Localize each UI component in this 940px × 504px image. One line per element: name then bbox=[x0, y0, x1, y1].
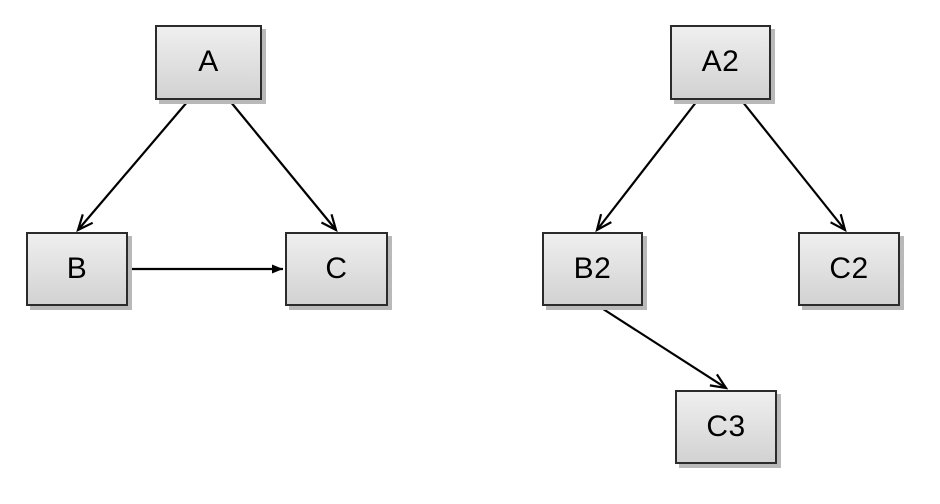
node-c2[interactable]: C2 bbox=[798, 232, 900, 306]
arrowhead-open bbox=[830, 213, 847, 233]
edge-a2-b2 bbox=[595, 100, 698, 233]
edge-a-b bbox=[76, 100, 189, 233]
edge-b-c bbox=[130, 264, 283, 274]
arrowhead-open bbox=[76, 214, 94, 233]
edge-line bbox=[229, 100, 337, 231]
edge-b2-c3 bbox=[599, 306, 729, 390]
node-b[interactable]: B bbox=[26, 232, 128, 306]
edge-line bbox=[77, 100, 189, 231]
arrowhead-open bbox=[320, 213, 338, 233]
node-label: A2 bbox=[701, 45, 740, 78]
node-a2[interactable]: A2 bbox=[670, 25, 771, 100]
arrowhead-open bbox=[709, 373, 729, 390]
arrowhead-open bbox=[595, 213, 612, 233]
arrowhead-filled bbox=[272, 264, 283, 274]
node-label: C2 bbox=[829, 251, 869, 285]
node-label: C bbox=[325, 251, 348, 285]
node-label: C3 bbox=[706, 409, 746, 443]
edge-line bbox=[741, 100, 846, 231]
node-label: B2 bbox=[573, 251, 612, 285]
node-a[interactable]: A bbox=[155, 25, 262, 100]
node-label: B bbox=[66, 251, 88, 285]
node-c[interactable]: C bbox=[285, 232, 388, 306]
edge-a-c bbox=[229, 100, 338, 233]
node-b2[interactable]: B2 bbox=[542, 232, 643, 306]
edge-a2-c2 bbox=[741, 100, 847, 233]
edge-line bbox=[599, 306, 727, 389]
node-c3[interactable]: C3 bbox=[675, 390, 777, 464]
node-label: A bbox=[198, 45, 219, 78]
edge-line bbox=[596, 100, 698, 231]
